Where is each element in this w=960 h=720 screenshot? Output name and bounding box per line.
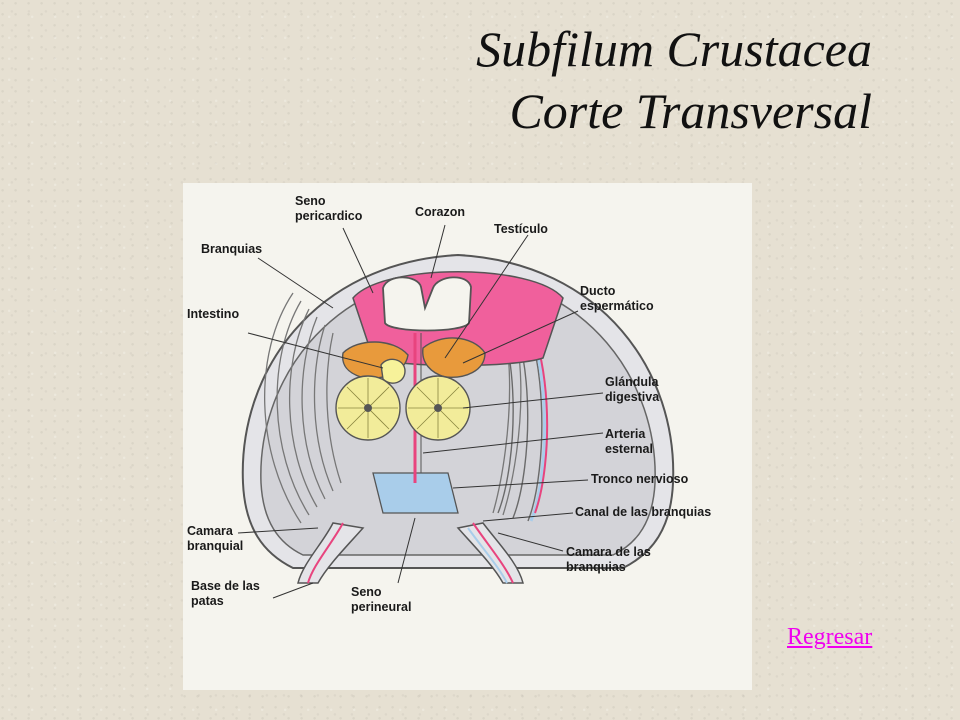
leader-lines xyxy=(237,224,604,599)
sternal-blue-canal xyxy=(372,472,459,514)
leg-left-vessel xyxy=(307,522,344,584)
label-ducto-2: espermático xyxy=(580,299,654,313)
gland-center-left xyxy=(364,404,372,412)
label-ducto-1: Ducto xyxy=(580,284,616,298)
label-testiculo: Testículo xyxy=(494,222,548,236)
title-line-2: Corte Transversal xyxy=(509,83,872,139)
leg-right-vessel xyxy=(472,522,514,584)
label-seno-pericardico-2: pericardico xyxy=(295,209,363,223)
crustacean-cross-section-figure: Seno pericardico Corazon Testículo Branq… xyxy=(183,183,752,690)
label-seno-pericardico-1: Seno xyxy=(295,194,326,208)
label-camara-branquial-2: branquial xyxy=(187,539,243,553)
label-glandula-1: Glándula xyxy=(605,375,660,389)
title-line-1: Subfilum Crustacea xyxy=(476,21,872,77)
left-gills xyxy=(264,292,342,524)
label-intestino: Intestino xyxy=(187,307,239,321)
cross-section-diagram: Seno pericardico Corazon Testículo Branq… xyxy=(187,194,711,614)
heart xyxy=(382,276,472,332)
label-glandula-2: digestiva xyxy=(605,390,660,404)
gland-center-right xyxy=(434,404,442,412)
label-arteria-1: Arteria xyxy=(605,427,646,441)
label-branquias: Branquias xyxy=(201,242,262,256)
intestine xyxy=(380,358,406,384)
label-base-patas-2: patas xyxy=(191,594,224,608)
label-base-patas-1: Base de las xyxy=(191,579,260,593)
label-arteria-2: esternal xyxy=(605,442,653,456)
label-camara-branquial-1: Camara xyxy=(187,524,234,538)
label-seno-perineural-2: perineural xyxy=(351,600,411,614)
slide-title: Subfilum Crustacea Corte Transversal xyxy=(476,18,872,142)
label-tronco-nervioso: Tronco nervioso xyxy=(591,472,689,486)
leg-right-blue xyxy=(467,527,508,584)
testis-right xyxy=(422,337,486,378)
label-corazon: Corazon xyxy=(415,205,465,219)
label-camara-de-las-1: Camara de las xyxy=(566,545,651,559)
regresar-link[interactable]: Regresar xyxy=(787,624,873,650)
label-canal-branquias: Canal de las branquias xyxy=(575,505,711,519)
label-seno-perineural-1: Seno xyxy=(351,585,382,599)
label-camara-de-las-2: branquias xyxy=(566,560,626,574)
